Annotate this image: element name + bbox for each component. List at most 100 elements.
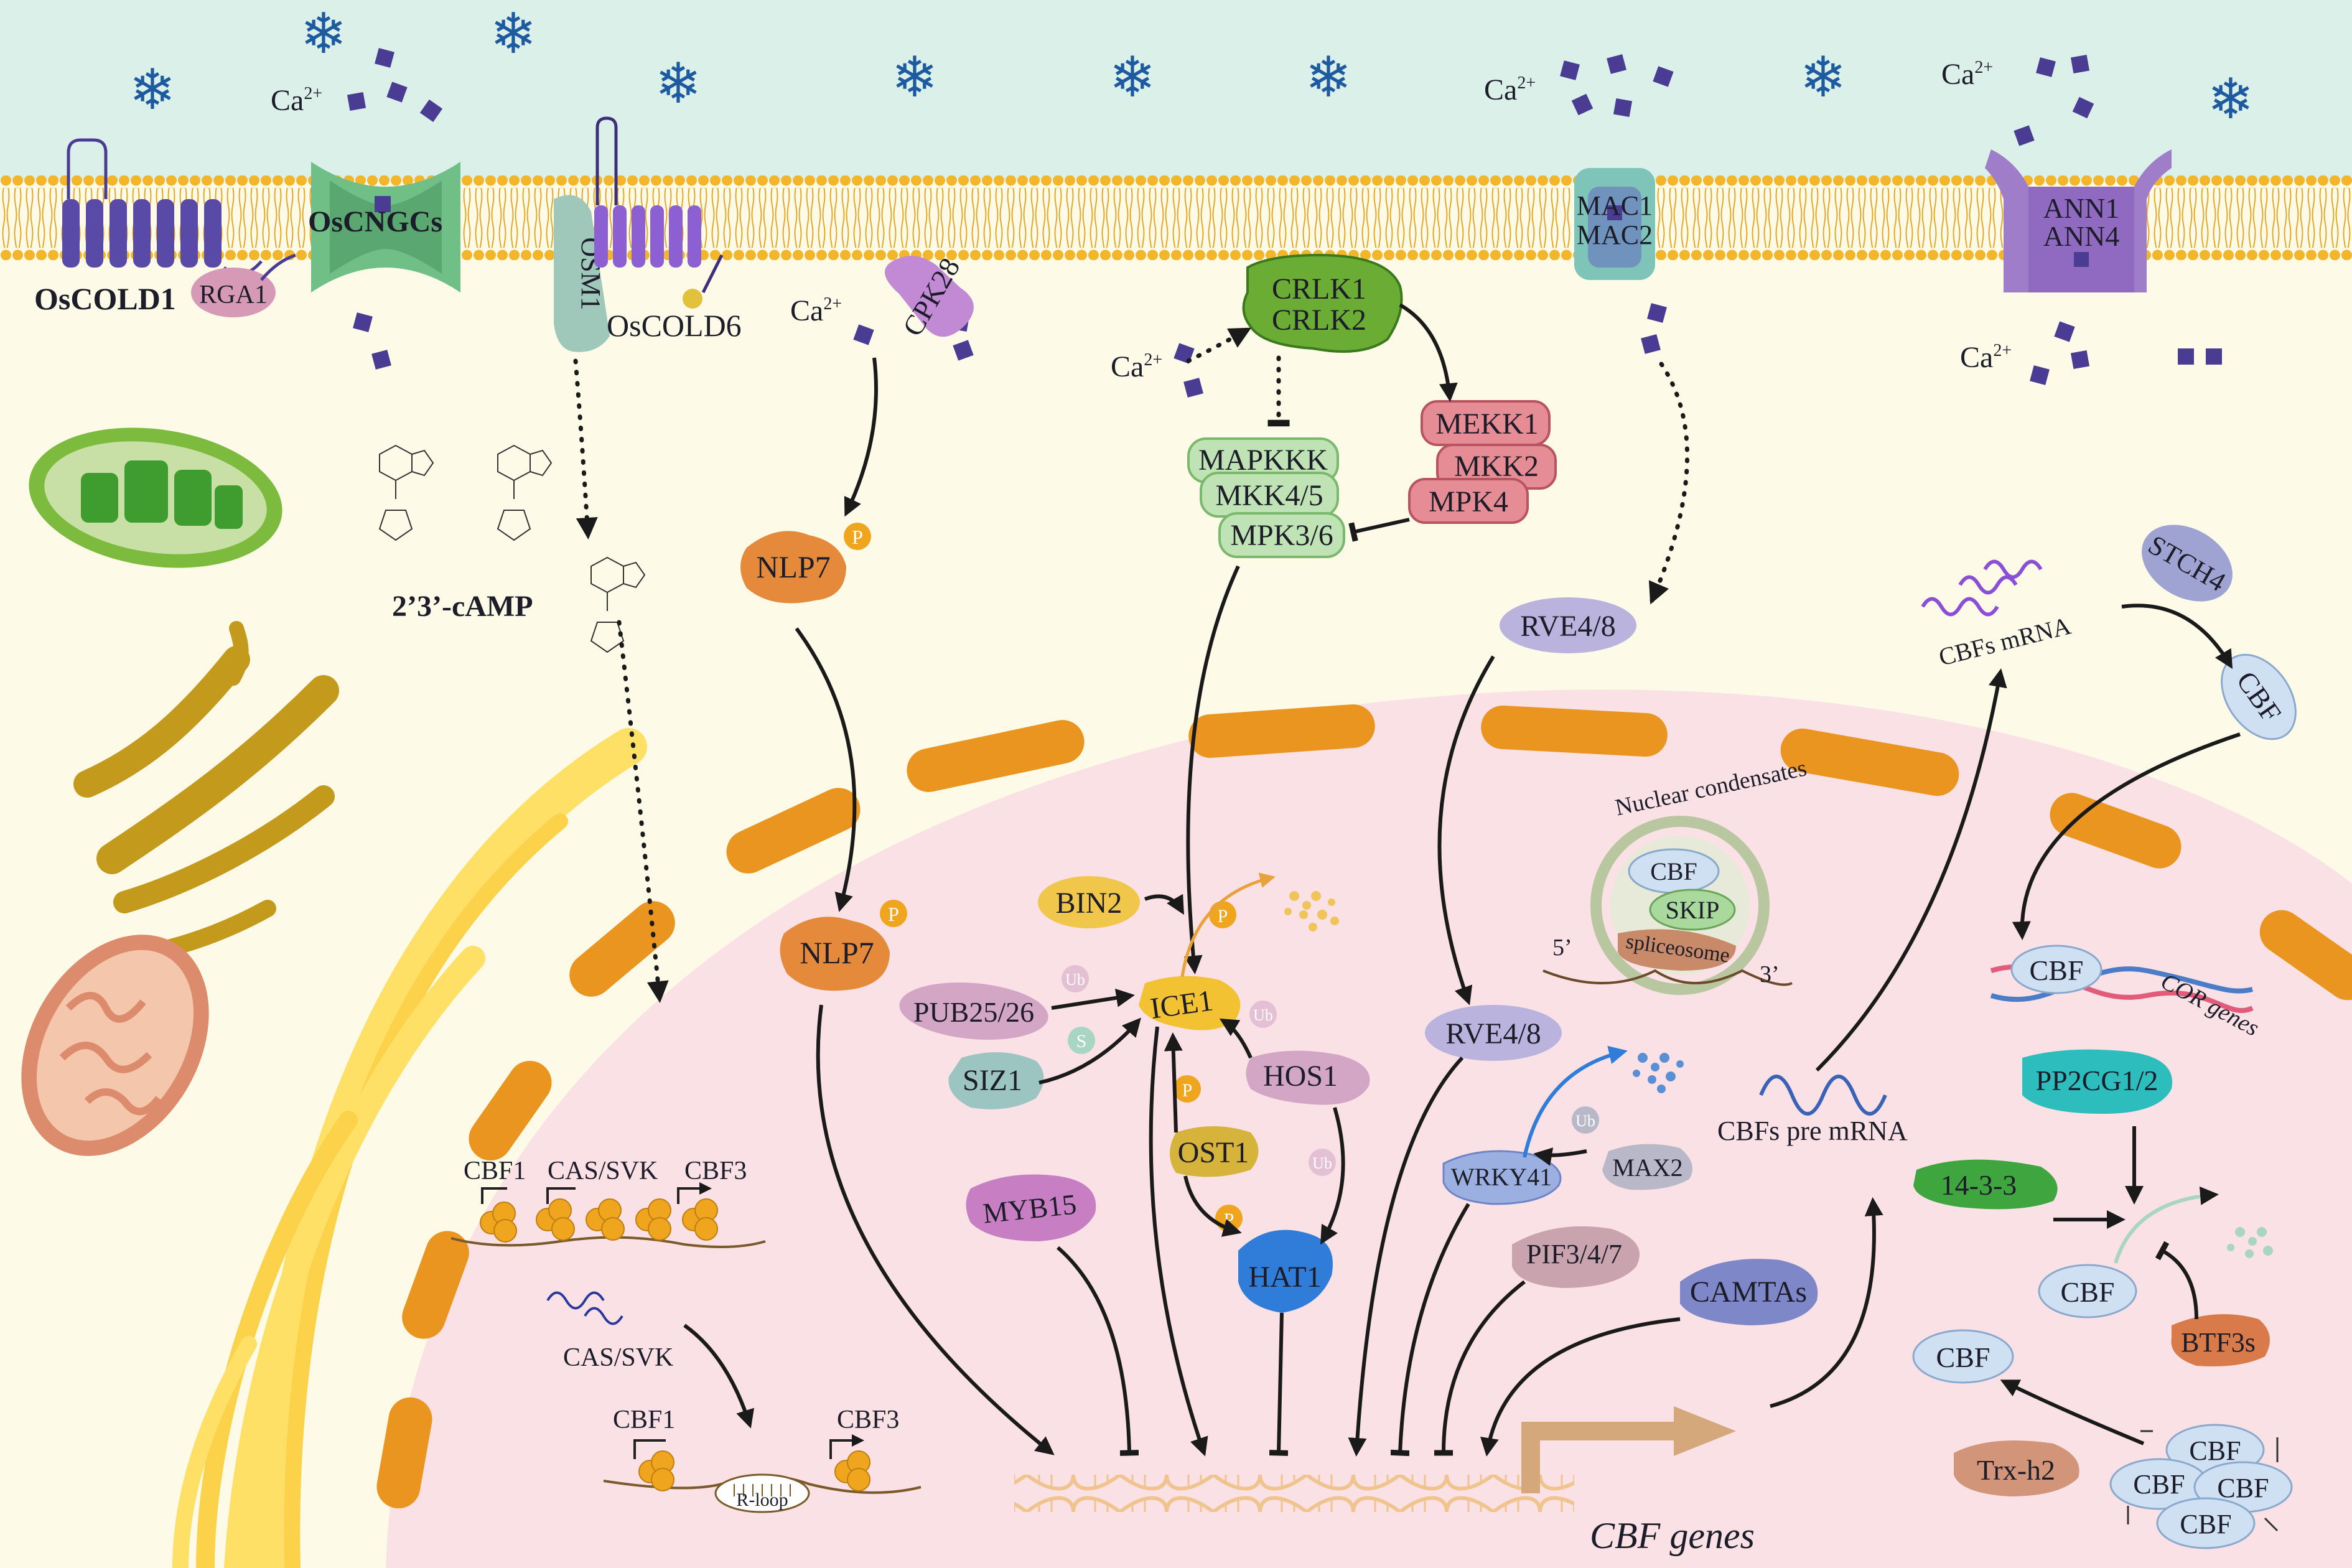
crlk1-label: CRLK1 [1272,273,1366,306]
hos1-ligase: HOS1 [1246,1050,1370,1105]
endoplasmic-reticulum [172,728,647,1568]
camtas-factor: CAMTAs [1680,1259,1818,1325]
wrky41-label: WRKY41 [1451,1163,1552,1191]
cbf-label: CBF [2217,1473,2269,1503]
phospho-label: P [852,526,863,548]
oscold1-label: OsCOLD1 [34,281,176,316]
ca-label: Ca2+ [271,84,322,117]
chromatin-region: CBF1 CAS/SVK CBF3 CAS/SVK [450,1157,766,1372]
cpk28-kinase: CPK28 [884,253,974,342]
btf3s-protein: BTF3s [2171,1314,2270,1366]
rloop-label: R-loop [736,1490,788,1510]
camtas-label: CAMTAs [1690,1276,1807,1309]
crlk2-label: CRLK2 [1272,304,1366,337]
rga1-protein: RGA1 [191,253,296,317]
hat1-acetyltransferase: HAT1 [1238,1230,1333,1313]
oscngcs-channel: OsCNGCs [308,162,460,292]
calcium-ions [347,48,2222,398]
nlp7-label: NLP7 [756,549,830,584]
mpk36-label: MPK3/6 [1230,519,1333,552]
oscold6-label: OsCOLD6 [607,308,742,343]
cbf1-label: CBF1 [464,1157,526,1185]
degradation-fragments-teal [2227,1227,2273,1258]
nlp7-label: NLP7 [800,935,874,970]
ca-label: Ca2+ [1941,58,1993,91]
mkk45-label: MKK4/5 [1215,479,1323,512]
camp-molecules [378,444,646,653]
cbf-label: CBF [2180,1509,2231,1539]
snowflake-icon: ❄ [655,54,701,115]
phospho-badge [880,900,907,927]
cbf-cytoplasm: CBF [2221,653,2297,740]
cbf3-label: CBF3 [837,1406,899,1434]
oscngcs-label: OsCNGCs [308,205,442,238]
mac2-label: MAC2 [1577,220,1653,250]
three-prime-label: 3’ [1760,961,1780,987]
pp2cg12-phosphatase: PP2CG1/2 [2022,1049,2173,1114]
pub2526-label: PUB25/26 [913,996,1034,1028]
ca-label: Ca2+ [1960,341,2012,374]
ub-badge: Ub [1249,1001,1277,1028]
pub2526-ligase: PUB25/26 [899,982,1048,1040]
cbf-label: CBF [1936,1342,1990,1373]
phospho-label: P [1218,906,1228,926]
mekk1-label: MEKK1 [1435,408,1538,441]
sumo-badge: S [1068,1027,1095,1054]
hos1-label: HOS1 [1263,1060,1338,1093]
cbf-nucleus: CBF [2038,1264,2137,1318]
ub-label: Ub [1312,1154,1332,1172]
mkk2-label: MKK2 [1454,450,1539,483]
pif347-factor: PIF3/4/7 [1512,1226,1640,1288]
ca-label: Ca2+ [1111,350,1162,383]
mekk-cascade: MEKK1 MKK2 MPK4 [1408,400,1557,524]
calcium-labels: Ca2+ Ca2+ Ca2+ Ca2+ Ca2+ Ca2+ [271,58,2012,383]
five-prime-label: 5’ [1552,935,1572,961]
ann4-label: ANN4 [2043,220,2120,252]
p1433-protein: 14-3-3 [1913,1159,2058,1210]
bin2-label: BIN2 [1056,887,1122,920]
apoplast [0,0,2352,180]
ca-label: Ca2+ [1484,73,1536,106]
sumo-label: S [1076,1031,1087,1052]
siz1-ligase: SIZ1 [948,1052,1044,1109]
nlp7-cytoplasm: NLP7 P [740,523,871,604]
ost1-label: OST1 [1178,1136,1249,1169]
ub-label: Ub [1253,1006,1273,1024]
cbf-label: CBF [2189,1435,2241,1466]
ice1-factor: ICE1 [1139,976,1241,1030]
pif347-label: PIF3/4/7 [1526,1239,1622,1269]
nuclear-envelope [376,704,2352,1509]
oscold1-receptor: OsCOLD1 [34,138,263,316]
ub-badge: Ub [1062,965,1089,992]
mpk4-label: MPK4 [1429,485,1508,518]
mac1-label: MAC1 [1577,190,1653,221]
ub-badge: Ub [1309,1149,1336,1176]
snowflake-icon: ❄ [1799,47,1846,109]
crlk-complex: CRLK1 CRLK2 [1242,253,1403,353]
phospho-badge: P [1209,901,1236,928]
phospho-badge: P [1174,1075,1201,1103]
nlp7-nucleus: NLP7 P [780,900,907,991]
oscold6-receptor: OsCOLD6 [594,116,742,343]
phospho-label: P [1182,1080,1193,1101]
cassvk-label: CAS/SVK [548,1157,658,1185]
cassvk-label: CAS/SVK [563,1343,673,1372]
rga1-label: RGA1 [199,281,268,309]
snowflake-icon: ❄ [1109,47,1155,109]
snowflake-icon: ❄ [891,47,938,109]
osm1-protein: OSM1 [554,195,610,352]
mitochondrion [21,935,209,1156]
snowflake-icon: ❄ [490,4,536,65]
ost1-kinase: OST1 [1170,1126,1259,1177]
cbfs-pre-mrna-label: CBFs pre mRNA [1717,1116,1908,1146]
arrows [573,303,2241,1457]
cbf-genes-dna: CBF genes [1014,1406,1755,1556]
camp-label: 2’3’-cAMP [392,590,533,623]
ub-label: Ub [1575,1112,1595,1130]
mapk-cascade: MAPKKK MKK4/5 MPK3/6 [1187,437,1345,558]
cbf-label: CBF [1650,857,1697,885]
cbf-label: CBF [2133,1469,2185,1500]
ann1-label: ANN1 [2043,192,2120,224]
trxh2-protein: Trx-h2 [1954,1440,2079,1496]
snowflake-icon: ❄ [1305,47,1351,109]
